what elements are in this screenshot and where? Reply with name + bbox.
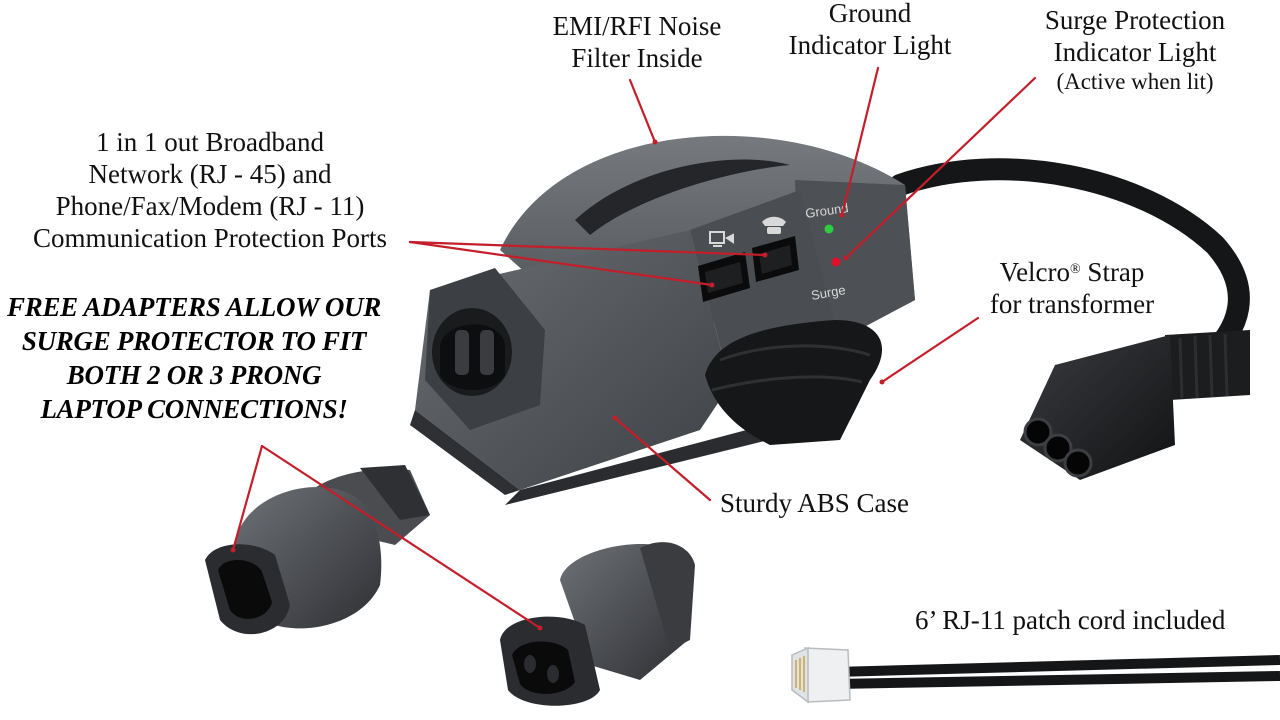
two-prong-adapter-bottom — [500, 542, 695, 706]
patch-cord-label: 6’ RJ-11 patch cord included — [915, 604, 1260, 636]
ports-line-2: Network (RJ - 45) and — [88, 159, 332, 189]
case-line-1: Sturdy ABS Case — [720, 488, 910, 518]
emi-filter-line-2: Filter Inside — [571, 43, 703, 73]
two-prong-adapter-left — [205, 465, 430, 635]
emi-filter-line-1: EMI/RFI Noise — [552, 11, 722, 41]
promo-line-3: BOTH 2 OR 3 PRONG — [66, 360, 322, 390]
surge-light-label: Surge Protection Indicator Light (Active… — [1020, 4, 1250, 96]
patch-cord — [791, 646, 1280, 704]
velcro-line-1: Velcro® Strap — [962, 256, 1182, 288]
promo-line-4: LAPTOP CONNECTIONS! — [40, 394, 348, 424]
surge-light-line-1: Surge Protection — [1044, 5, 1226, 35]
ground-light-label: Ground Indicator Light — [770, 0, 970, 61]
patch-cord-line-1: 6’ RJ-11 patch cord included — [915, 605, 1226, 635]
power-cord — [889, 158, 1250, 371]
ground-led — [824, 224, 834, 234]
emi-filter-label: EMI/RFI Noise Filter Inside — [512, 10, 762, 74]
surge-led — [831, 257, 841, 267]
registered-mark: ® — [1070, 262, 1081, 277]
surge-light-line-2: Indicator Light — [1053, 37, 1217, 67]
filter-slot — [575, 159, 790, 235]
ports-label: 1 in 1 out Broadband Network (RJ - 45) a… — [10, 126, 410, 254]
ports-line-4: Communication Protection Ports — [33, 223, 387, 253]
rj45-port — [698, 252, 750, 302]
computer-port-icon — [709, 231, 734, 247]
ports-line-1: 1 in 1 out Broadband — [96, 127, 324, 157]
pointer-lines — [231, 66, 1037, 630]
ports-line-3: Phone/Fax/Modem (RJ - 11) — [55, 191, 365, 221]
velcro-label: Velcro® Strap for transformer — [962, 256, 1182, 320]
surge-marking: Surge — [810, 282, 847, 303]
velcro-strap — [705, 320, 883, 445]
surge-light-line-3: (Active when lit) — [1056, 69, 1214, 94]
ground-marking: Ground — [804, 200, 849, 221]
case-label: Sturdy ABS Case — [720, 487, 930, 519]
pointer-tips — [230, 139, 885, 631]
ground-light-line-1: Ground — [828, 0, 912, 28]
phone-port-icon — [762, 216, 786, 234]
velcro-line-2: for transformer — [989, 289, 1155, 319]
velcro-strap-word: Strap — [1080, 257, 1145, 287]
velcro-word: Velcro — [999, 257, 1071, 287]
adapters-promo: FREE ADAPTERS ALLOW OUR SURGE PROTECTOR … — [0, 290, 388, 426]
ground-light-line-2: Indicator Light — [788, 30, 952, 60]
rj11-port — [752, 236, 799, 282]
promo-line-1: FREE ADAPTERS ALLOW OUR — [7, 292, 381, 322]
promo-line-2: SURGE PROTECTOR TO FIT — [21, 326, 367, 356]
surge-protector-body: Ground Surge — [410, 135, 915, 505]
three-prong-connector — [1020, 330, 1250, 480]
